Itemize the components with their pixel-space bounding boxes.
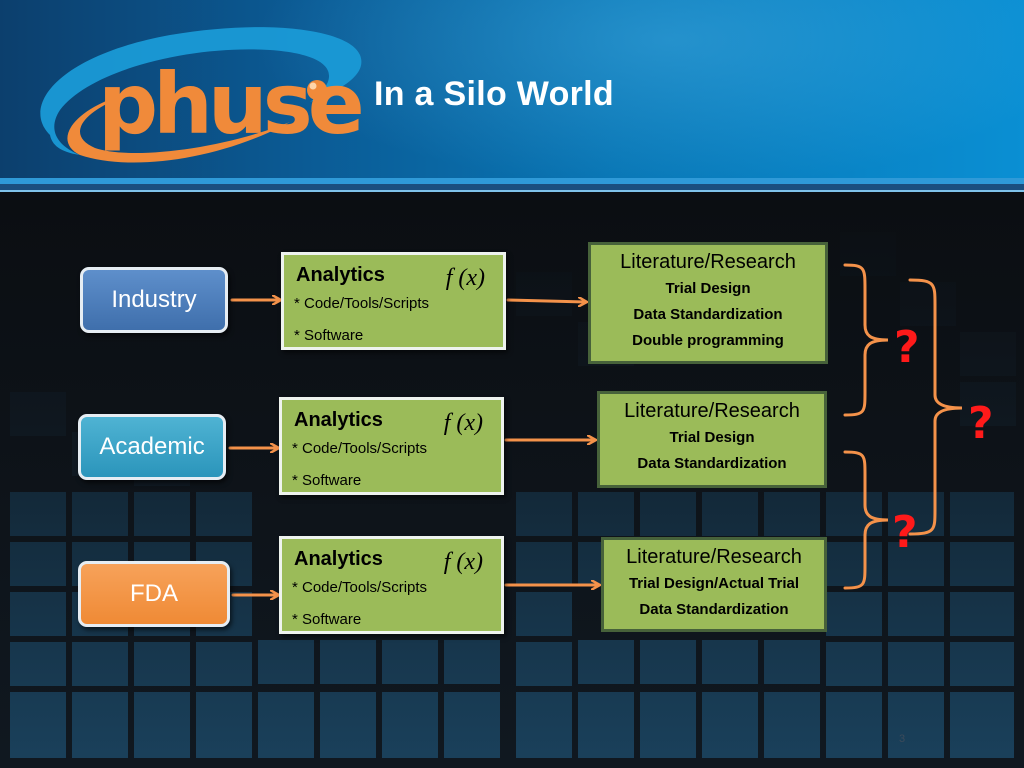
analytics-box-fda: Analytics f (x) * Code/Tools/Scripts * S… [279, 536, 504, 634]
analytics-item-code: * Code/Tools/Scripts [294, 295, 430, 312]
function-formula: f (x) [445, 265, 485, 291]
source-academic: Academic [78, 414, 226, 480]
question-mark: ? [892, 507, 918, 558]
background-grid [0, 192, 1024, 768]
page-number: 3 [899, 733, 906, 745]
logo-wordmark: phuse [98, 55, 365, 153]
research-item: Trial Design [669, 429, 755, 446]
research-item: Double programming [632, 332, 784, 349]
analytics-box-industry: Analytics f (x) * Code/Tools/Scripts * S… [281, 252, 506, 350]
slide-title: In a Silo World [374, 75, 614, 113]
research-heading: Literature/Research [626, 546, 802, 568]
brace-research-2-3 [843, 450, 889, 590]
header-stripe [0, 178, 1024, 184]
research-box-academic: Literature/Research Trial Design Data St… [597, 391, 827, 488]
brace-outer [908, 278, 963, 536]
question-mark: ? [968, 398, 994, 449]
analytics-box-academic: Analytics f (x) * Code/Tools/Scripts * S… [279, 397, 504, 495]
header-stripe [0, 190, 1024, 192]
research-heading: Literature/Research [620, 251, 796, 273]
source-fda: FDA [78, 561, 230, 627]
logo-swoosh-icon [40, 27, 362, 163]
research-item: Data Standardization [633, 306, 783, 323]
function-formula: f (x) [443, 549, 483, 575]
research-box-fda: Literature/Research Trial Design/Actual … [601, 537, 827, 632]
header-glow [220, 0, 1024, 178]
analytics-title: Analytics [294, 548, 383, 570]
source-industry: Industry [80, 267, 228, 333]
header-stripe [0, 184, 1024, 190]
function-formula: f (x) [443, 410, 483, 436]
analytics-item-software: * Software [294, 327, 364, 344]
research-item: Data Standardization [639, 601, 789, 618]
analytics-item-software: * Software [292, 472, 362, 489]
phuse-logo: phuse [20, 10, 370, 175]
research-item: Trial Design/Actual Trial [628, 575, 800, 592]
analytics-title: Analytics [294, 409, 383, 431]
question-mark: ? [894, 322, 920, 373]
analytics-item-code: * Code/Tools/Scripts [292, 440, 428, 457]
research-heading: Literature/Research [624, 400, 800, 422]
analytics-item-software: * Software [292, 611, 362, 628]
arrow-analytics-research-1 [506, 300, 586, 302]
research-item: Trial Design [665, 280, 751, 297]
research-item: Data Standardization [637, 455, 787, 472]
header-band [0, 0, 1024, 178]
brace-research-1-2 [843, 263, 889, 417]
research-box-industry: Literature/Research Trial Design Data St… [588, 242, 828, 364]
analytics-item-code: * Code/Tools/Scripts [292, 579, 428, 596]
analytics-title: Analytics [296, 264, 385, 286]
